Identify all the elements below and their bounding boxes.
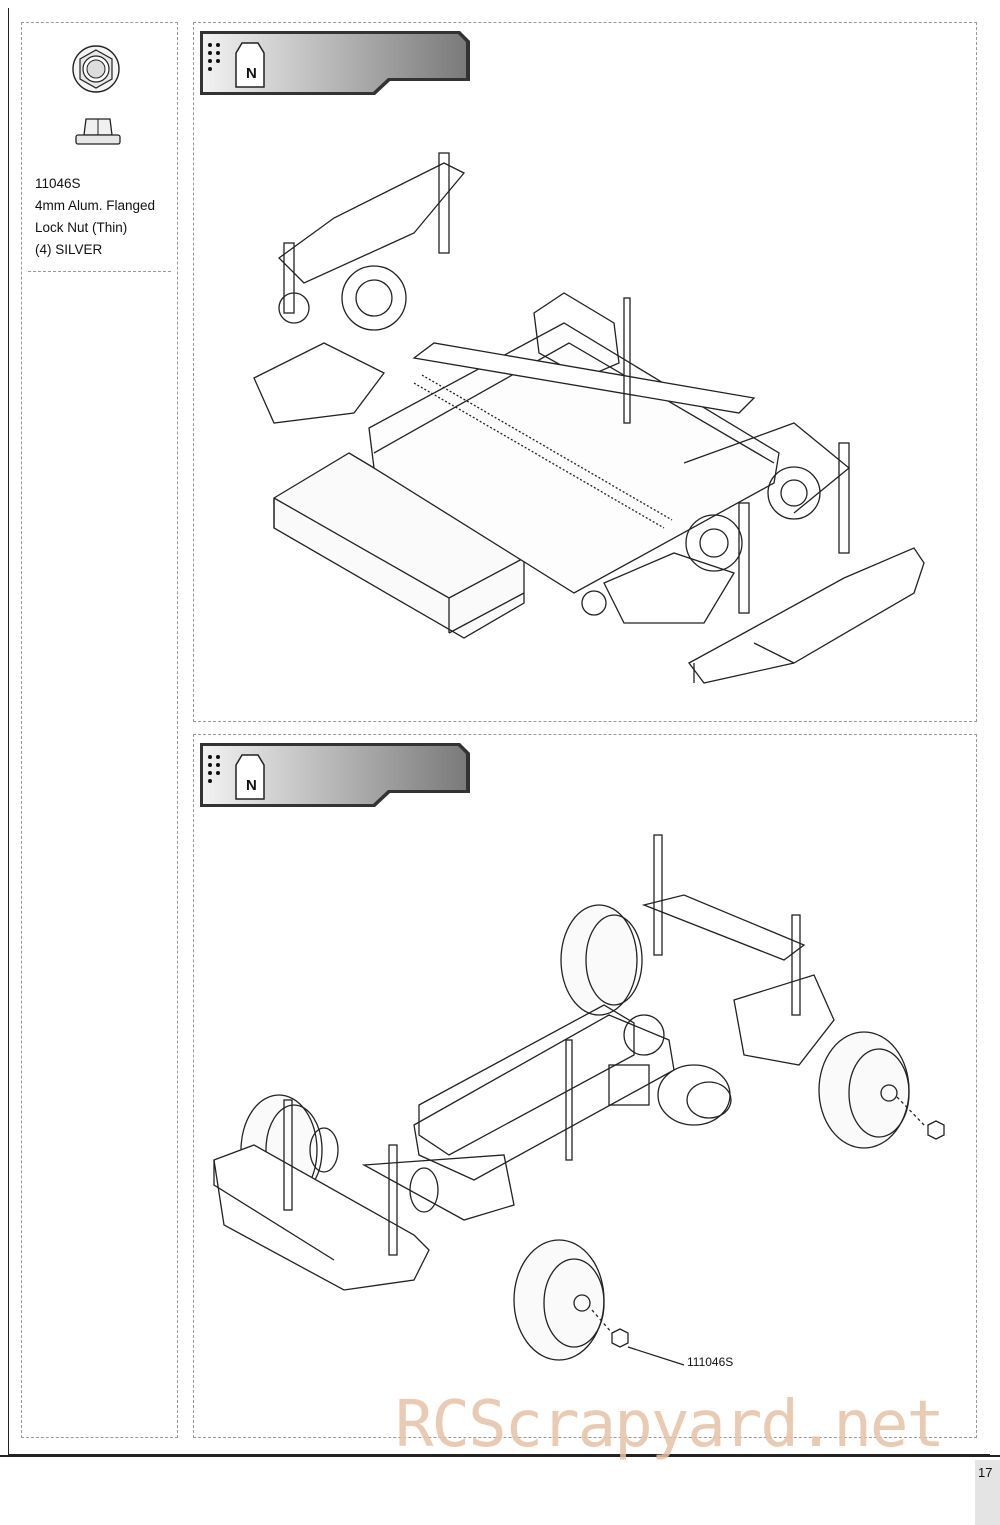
flanged-nut-side-icon <box>75 118 121 145</box>
part-code: 11046S <box>35 176 81 191</box>
parts-column: 11046S 4mm Alum. Flanged Lock Nut (Thin)… <box>21 22 178 1438</box>
nut-callout-label: 111046S <box>687 1355 734 1369</box>
bag-letter-2: N <box>246 777 257 794</box>
step-header-bg <box>200 743 470 807</box>
step-header-bg <box>200 31 470 95</box>
chassis-assembly-illustration-1 <box>253 152 925 684</box>
bottom-rule <box>0 1455 1000 1457</box>
step-header-2: N <box>200 743 470 809</box>
part-line-1: 4mm Alum. Flanged <box>35 198 156 213</box>
page-frame <box>8 8 990 1455</box>
flanged-nut-top-icon <box>72 45 120 93</box>
page-number: 17 <box>978 1465 993 1480</box>
part-description: 11046S 4mm Alum. Flanged Lock Nut (Thin)… <box>35 173 175 261</box>
chassis-assembly-illustration-2 <box>213 834 945 1366</box>
bag-letter-1: N <box>246 65 257 82</box>
step-panel-1: N <box>193 22 977 722</box>
parts-separator <box>28 271 171 272</box>
part-line-2: Lock Nut (Thin) <box>35 220 128 235</box>
part-line-3: (4) SILVER <box>35 242 103 257</box>
step-header-1: N <box>200 31 470 97</box>
step-panel-2: N <box>193 734 977 1438</box>
watermark: RCScrapyard.net <box>395 1388 945 1462</box>
page-number-tab <box>975 1460 1000 1525</box>
